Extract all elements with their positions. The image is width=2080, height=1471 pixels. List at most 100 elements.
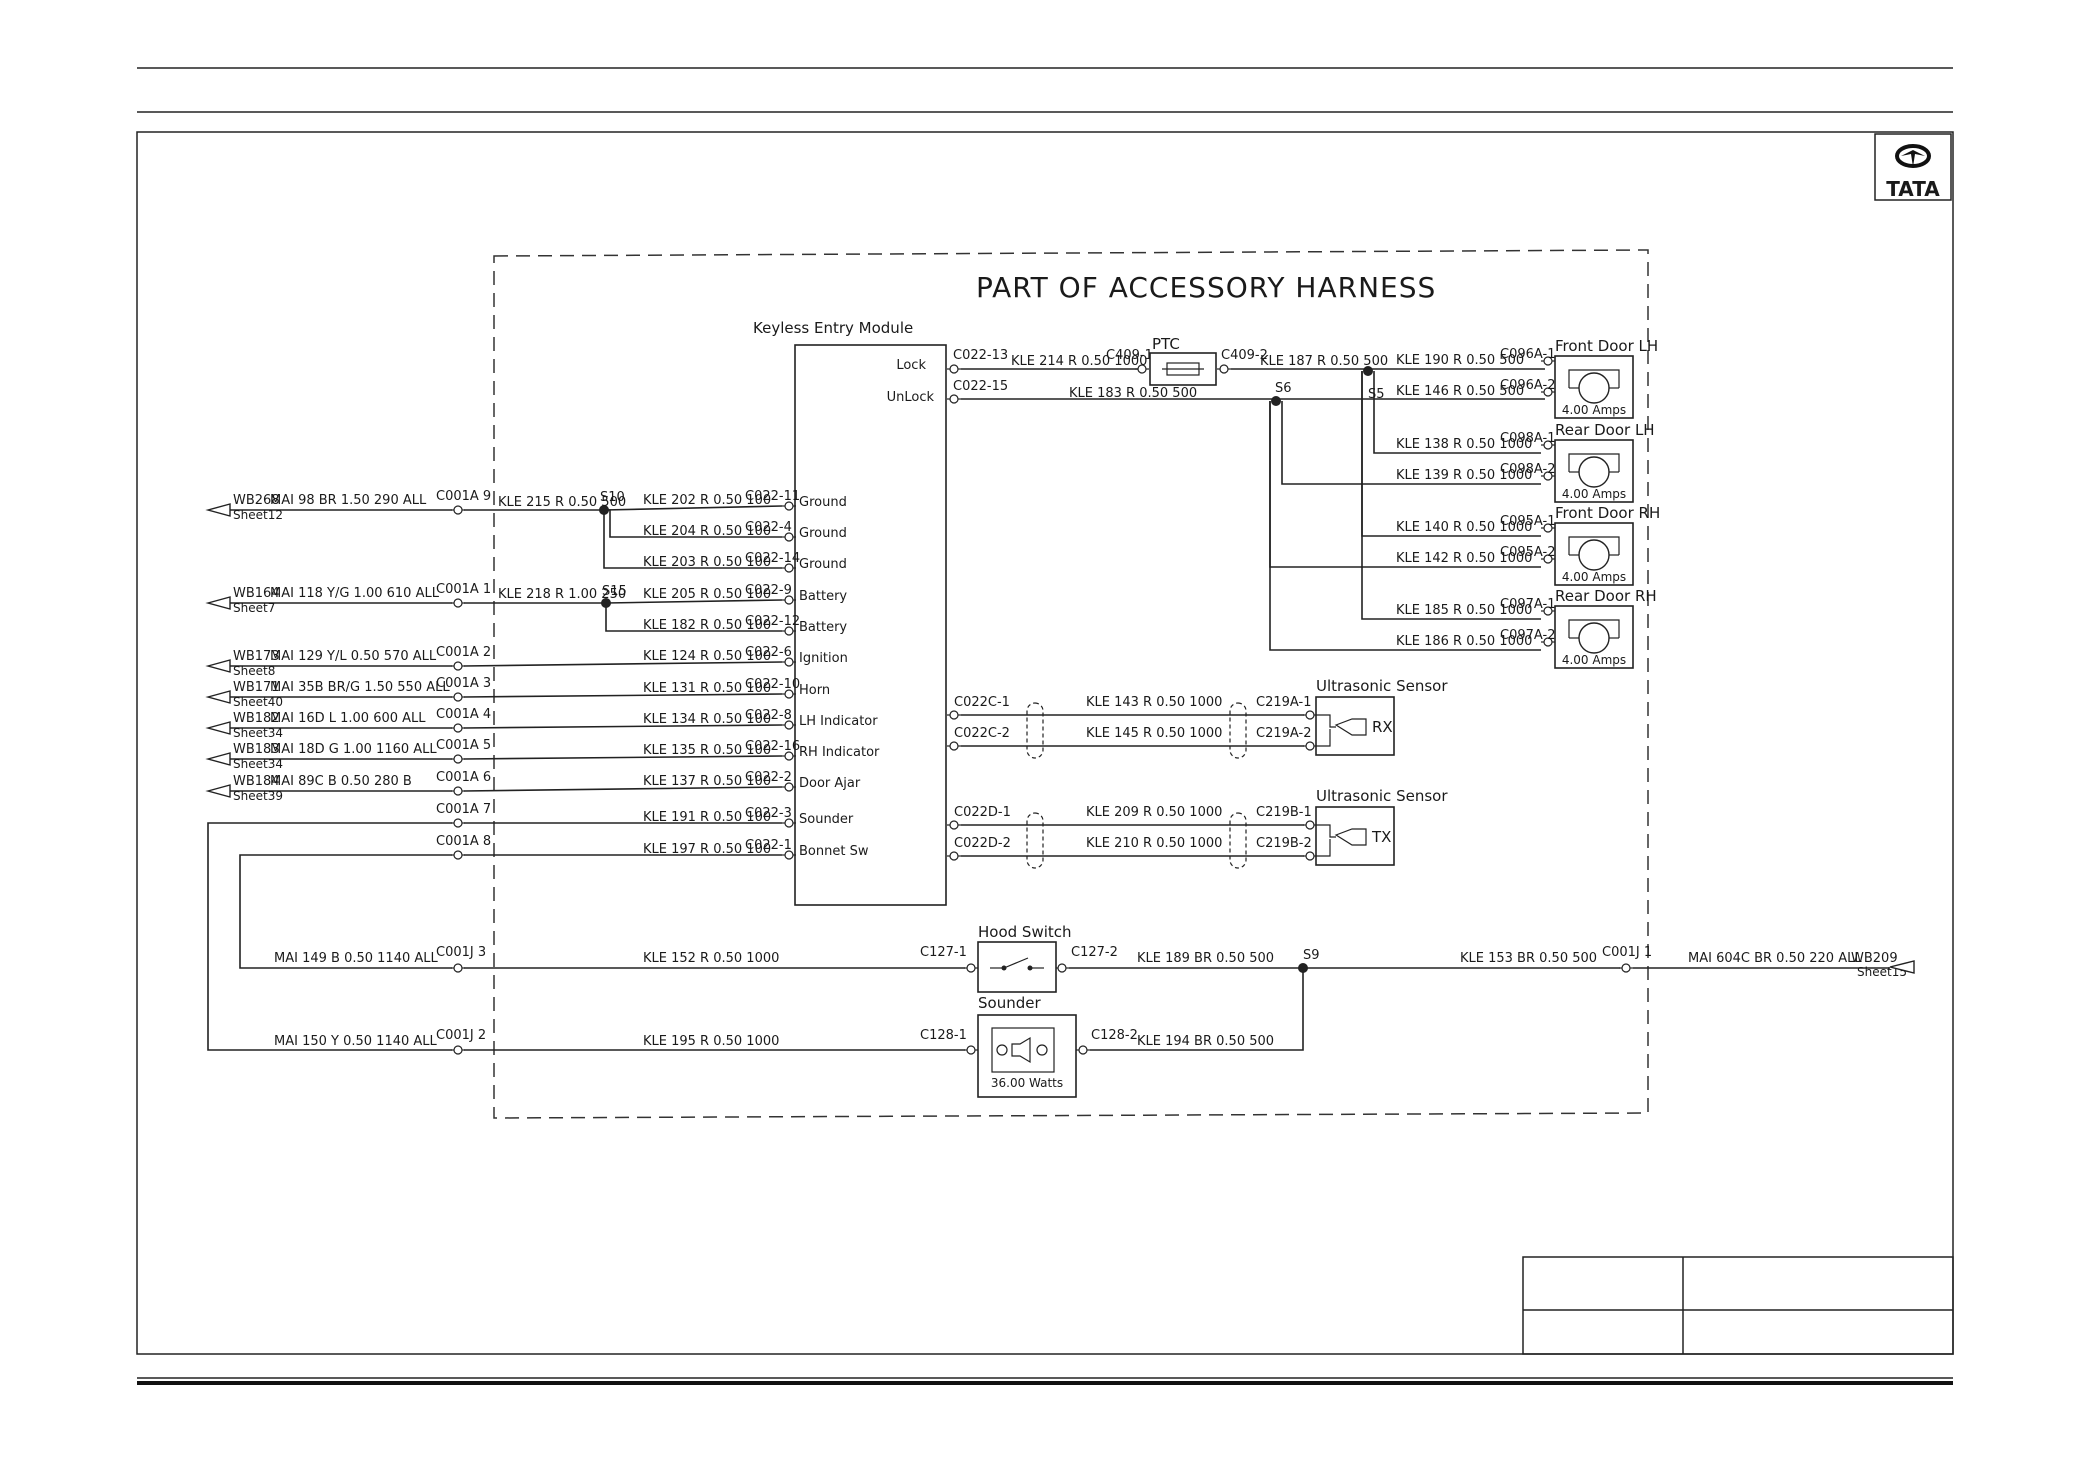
off-sheet-arrow	[205, 596, 231, 610]
c001a-pin-6	[453, 786, 463, 796]
left-wire-sheet-0: Sheet12	[233, 508, 283, 522]
splice-s9: S9	[1303, 948, 1320, 963]
c001a-pin-2	[453, 661, 463, 671]
off-sheet-arrow	[205, 690, 231, 704]
sensor-w2-1: KLE 210 R 0.50 1000	[1086, 836, 1222, 851]
left-wire-sheet-5: Sheet34	[233, 757, 283, 771]
sensor-w1-1: KLE 209 R 0.50 1000	[1086, 805, 1222, 820]
sensor-0-right-pin-a	[1305, 710, 1315, 720]
sounder-icon	[996, 1044, 1008, 1056]
sensor-lead	[1316, 729, 1331, 747]
door-w2-0: KLE 146 R 0.50 500	[1396, 384, 1524, 399]
door-w2-1: KLE 139 R 0.50 1000	[1396, 468, 1532, 483]
left-wire-sheet-6: Sheet39	[233, 789, 283, 803]
module-wire-label-0: KLE 202 R 0.50 100	[643, 493, 771, 508]
module-wire-label-3: KLE 205 R 0.50 100	[643, 587, 771, 602]
module-wire-label-4: KLE 182 R 0.50 100	[643, 618, 771, 633]
sensor-title-1: Ultrasonic Sensor	[1316, 787, 1448, 805]
splice-s6-dot	[1271, 396, 1281, 406]
c022-pin-label-9: C022-2	[745, 770, 792, 785]
wire-189: KLE 189 BR 0.50 500	[1137, 951, 1274, 966]
c409-1: C409-1	[1106, 348, 1153, 363]
module-wire-label-2: KLE 203 R 0.50 100	[643, 555, 771, 570]
c001a-label-8: C001A 8	[436, 834, 491, 849]
door-w2-3: KLE 186 R 0.50 1000	[1396, 634, 1532, 649]
sensor-l1-0: C022C-1	[954, 695, 1010, 710]
c022-pin-label-0: C022-11	[745, 489, 800, 504]
wire-182	[605, 603, 782, 632]
off-sheet-arrow	[205, 721, 231, 735]
module-pin-label-9: Door Ajar	[799, 776, 861, 791]
hood-switch-title: Hood Switch	[978, 923, 1072, 941]
door-amps-0: 4.00 Amps	[1562, 403, 1626, 417]
c022-pin-label-7: C022-8	[745, 708, 792, 723]
c128-1: C128-1	[920, 1028, 967, 1043]
c022-pin-label-1: C022-4	[745, 520, 792, 535]
c001j-1-pin	[1621, 963, 1631, 973]
c127-2: C127-2	[1071, 945, 1118, 960]
sensor-w2-0: KLE 145 R 0.50 1000	[1086, 726, 1222, 741]
c001j-2-pin	[453, 1045, 463, 1055]
sensor-mode-0: RX	[1372, 718, 1393, 736]
sensor-0-left-pin-b	[949, 741, 959, 751]
left-wire-spec-3: MAI 35B BR/G 1.50 550 ALL	[270, 680, 450, 695]
c127-1: C127-1	[920, 945, 967, 960]
lock-circuit: C022-13 C022-15 KLE 214 R 0.50 1000 KLE …	[953, 335, 1388, 402]
left-wire-sheet-1: Sheet7	[233, 601, 275, 615]
module-title: Keyless Entry Module	[753, 319, 913, 337]
c128-2-pin	[1078, 1045, 1088, 1055]
off-sheet-arrow	[205, 784, 231, 798]
wire	[605, 599, 783, 604]
c001a-pin-3	[453, 692, 463, 702]
c001a-label-7: C001A 7	[436, 802, 491, 817]
hood-out-wire: MAI 604C BR 0.50 220 ALL	[1688, 951, 1862, 966]
left-wire-sheet-4: Sheet34	[233, 726, 283, 740]
c022-13-pin	[949, 364, 959, 374]
module-wire-label-7: KLE 134 R 0.50 100	[643, 712, 771, 727]
splice-s10: S10	[600, 490, 625, 505]
module-pin-unlock: UnLock	[887, 390, 935, 405]
c001a-pin-7	[453, 818, 463, 828]
module-pin-label-5: Ignition	[799, 651, 848, 666]
motor-icon-0	[1578, 372, 1610, 404]
left-wire-sheet-2: Sheet8	[233, 664, 275, 678]
module-pin-label-7: LH Indicator	[799, 714, 878, 729]
door-w1-1: KLE 138 R 0.50 1000	[1396, 437, 1532, 452]
c001j-3-pin	[453, 963, 463, 973]
sensor-0-right-pin-b	[1305, 741, 1315, 751]
title-block	[1522, 1256, 1954, 1355]
sounder-circuit: MAI 150 Y 0.50 1140 ALL C001J 2 KLE 195 …	[274, 994, 1274, 1098]
sensor-r2-1: C219B-2	[1256, 836, 1312, 851]
door-name-0: Front Door LH	[1555, 337, 1658, 355]
sensor-1-right-pin-b	[1305, 851, 1315, 861]
left-wire-spec-5: MAI 18D G 1.00 1160 ALL	[270, 742, 437, 757]
c127-1-pin	[966, 963, 976, 973]
shield-icon	[1026, 702, 1044, 759]
c022-pin-label-8: C022-16	[745, 739, 800, 754]
door-actuator-box-1	[1554, 439, 1634, 503]
sounder-watts: 36.00 Watts	[991, 1076, 1063, 1090]
sensor-w1-0: KLE 143 R 0.50 1000	[1086, 695, 1222, 710]
hood-kle-wire: KLE 152 R 0.50 1000	[643, 951, 779, 966]
module-pin-lock: Lock	[896, 358, 926, 373]
door-w1-3: KLE 185 R 0.50 1000	[1396, 603, 1532, 618]
wire-183: KLE 183 R 0.50 500	[1069, 386, 1197, 401]
sensor-title-0: Ultrasonic Sensor	[1316, 677, 1448, 695]
module-wire-label-1: KLE 204 R 0.50 100	[643, 524, 771, 539]
module-pin-label-6: Horn	[799, 683, 830, 698]
door-name-3: Rear Door RH	[1555, 587, 1657, 605]
sensor-l2-1: C022D-2	[954, 836, 1011, 851]
sensor-l1-1: C022D-1	[954, 805, 1011, 820]
door-c1-0: C096A-1	[1500, 347, 1555, 362]
shield-icon	[1229, 702, 1247, 759]
c001a-label-5: C001A 5	[436, 738, 491, 753]
module-wire-label-9: KLE 137 R 0.50 100	[643, 774, 771, 789]
sensor-r1-0: C219A-1	[1256, 695, 1311, 710]
c001a-label-4: C001A 4	[436, 707, 491, 722]
c001j-2: C001J 2	[436, 1028, 486, 1043]
door-w1-0: KLE 190 R 0.50 500	[1396, 353, 1524, 368]
wire-214: KLE 214 R 0.50 1000	[1011, 354, 1147, 369]
motor-icon-2	[1578, 539, 1610, 571]
shield-icon	[1026, 812, 1044, 869]
left-wire-id-6: WB184	[233, 774, 280, 789]
